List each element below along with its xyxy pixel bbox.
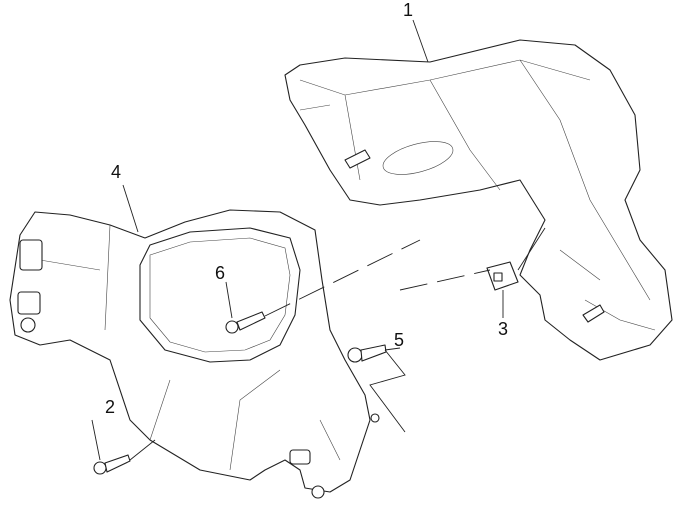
screw-lower <box>93 454 131 475</box>
callout-2: 2 <box>105 397 116 417</box>
callout-1: 1 <box>403 0 414 20</box>
front-handlebar-cover <box>9 209 380 499</box>
rear-handlebar-cover <box>284 39 673 361</box>
screw-center <box>225 311 266 334</box>
clip-nut <box>486 261 519 291</box>
callout-6: 6 <box>215 263 226 283</box>
callout-5: 5 <box>394 330 405 350</box>
screw-right <box>347 344 387 363</box>
callout-4: 4 <box>111 162 122 182</box>
callout-3: 3 <box>498 319 509 339</box>
